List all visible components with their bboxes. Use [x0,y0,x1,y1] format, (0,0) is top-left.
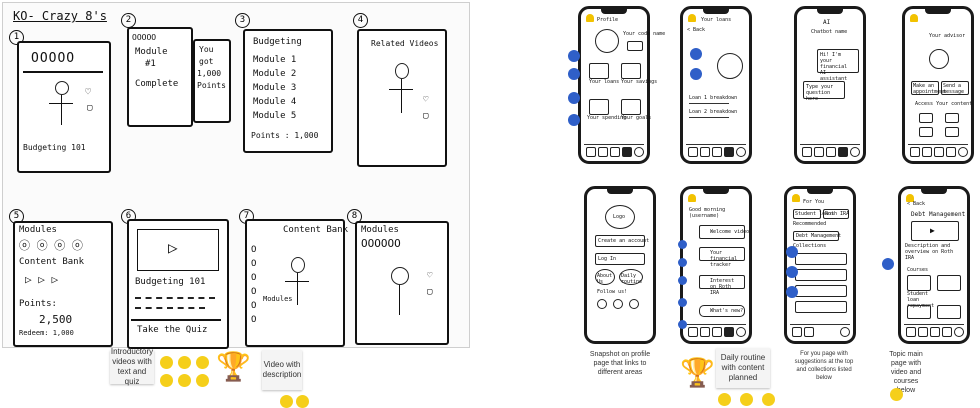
home-icon [586,147,596,157]
marker-dot [678,240,687,249]
sticky-note: Introductory videos with text and quiz [110,350,154,384]
sticky-note: Video with description [262,350,302,390]
vote-dot [178,374,191,387]
stick-figure-icon [55,81,69,95]
marker-dot [678,320,687,329]
sticky-note: For you page with suggestions at the top… [794,350,854,382]
marker-dot [568,68,580,80]
phone-wireframe-profile: Profile Your code name Your loans Your s… [578,6,650,164]
play-icon: ▷ [168,238,178,257]
plus-icon [610,147,620,157]
phone-wireframe-ai-chat: AI Chatbot name Hi! I'm your financial A… [794,6,866,164]
marker-dot [690,48,702,60]
phone-wireframe-login: Logo Create an account Log In About Us D… [584,186,656,344]
play-icon: ▶ [930,226,935,235]
marker-dot [678,258,687,267]
phone-wireframe-daily-routine: Good morning (username) Welcome video Yo… [680,186,752,344]
sticky-note: Topic main page with video and courses b… [884,350,928,395]
trophy-icon: 🏆 [216,352,251,382]
sticky-note: Daily routine with content planned [716,348,770,388]
phone-wireframe-topic: < Back Debt Management ▶ Description and… [898,186,970,344]
vote-dot [196,374,209,387]
comment-icon: ▢ [87,103,92,113]
marker-dot [882,258,894,270]
marker-dot [678,298,687,307]
phone-wireframe-for-you: For You Student loans Roth IRA Recommend… [784,186,856,344]
marker-dot [568,92,580,104]
vote-dot [160,374,173,387]
pie-chart-icon [717,53,743,79]
sketch-frame-5: Modules ⓞ ⓞ ⓞ ⓞ Content Bank ▷ ▷ ▷ Point… [13,221,113,347]
vote-dot [718,393,731,406]
sketch-frame-8: Modules OOOOOO ♡ ▢ [355,221,449,345]
sketch-frame-1: OOOOO ♡ ▢ Budgeting 101 [17,41,111,173]
board-title: KO- Crazy 8's [13,9,107,23]
vote-dot [178,356,191,369]
sketch-frame-2-points: You got 1,000 Points [193,39,231,123]
marker-dot [678,276,687,285]
vote-dot [280,395,293,408]
vote-dot [762,393,775,406]
crazy-eights-sketch-board: KO- Crazy 8's 1 OOOOO ♡ ▢ Budgeting 101 … [2,2,470,348]
phone-wireframe-advisor: Your advisor Make an appointment Send a … [902,6,974,164]
marker-dot [786,246,798,258]
phone-wireframe-loans: Your loans < Back Loan 1 breakdown Loan … [680,6,752,164]
sketch-frame-4: Related Videos ♡ ▢ [357,29,447,167]
sketch-frame-3: Budgeting Module 1 Module 2 Module 3 Mod… [243,29,333,153]
chat-icon [622,147,632,157]
marker-dot [568,114,580,126]
bell-icon [586,14,594,22]
vote-dot [740,393,753,406]
vote-dot [890,388,903,401]
trophy-icon: 🏆 [680,358,715,388]
sketch-frame-7: Content Bank O O O O O O Modules [245,219,345,347]
vote-dot [296,395,309,408]
avatar [595,29,619,53]
avatar [929,49,949,69]
marker-dot [786,286,798,298]
heart-icon: ♡ [85,87,91,98]
marker-dot [786,266,798,278]
vote-dot [196,356,209,369]
vote-dot [160,356,173,369]
marker-dot [568,50,580,62]
marker-dot [690,68,702,80]
sketch-frame-2: OOOOO Module #1 Complete [127,27,193,127]
sketch-frame-6: ▷ Budgeting 101 Take the Quiz [127,219,229,349]
sticky-note: Snapshot on profile page that links to d… [588,350,652,377]
